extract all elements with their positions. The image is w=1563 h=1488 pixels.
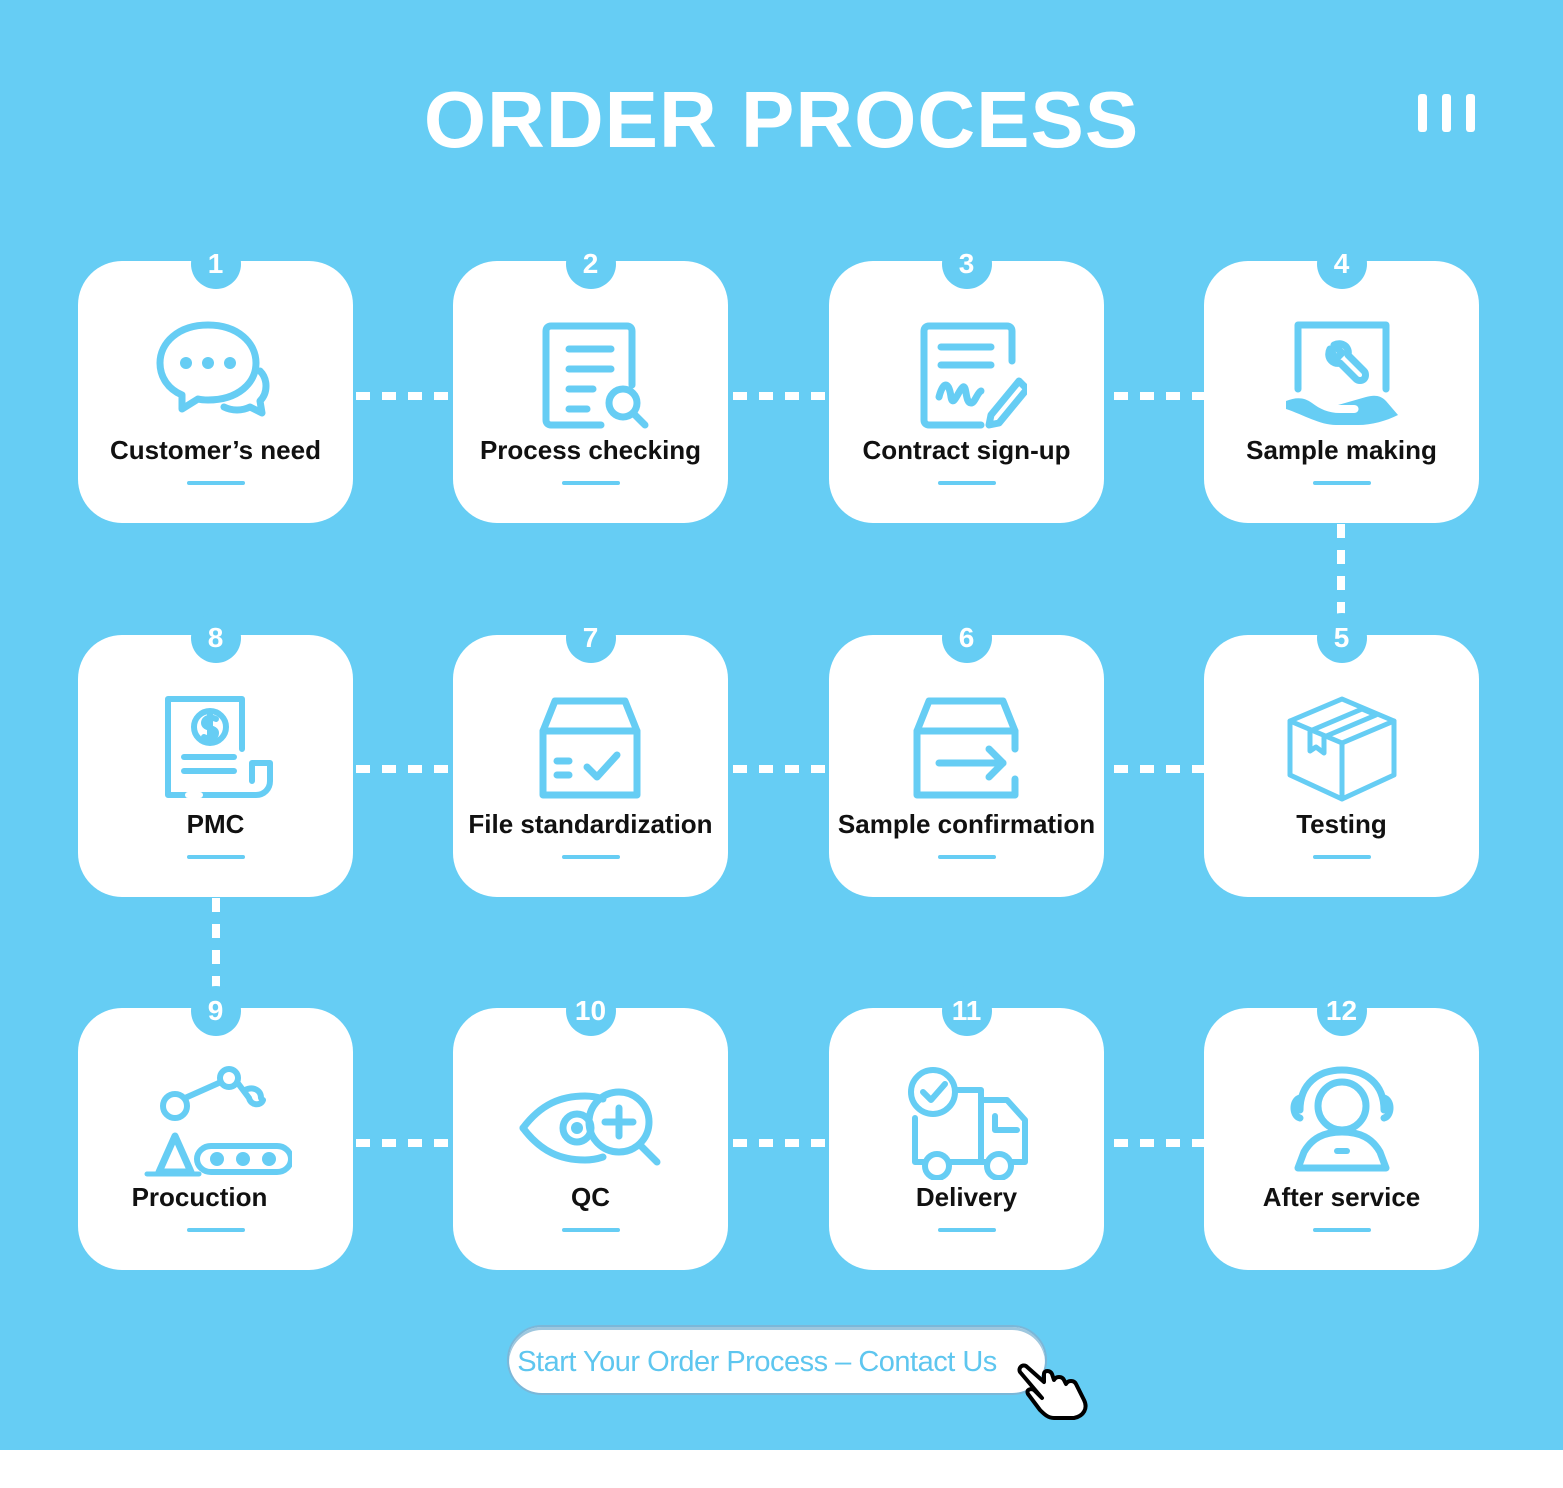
step-label: QC: [571, 1182, 610, 1212]
step-card-customers-need[interactable]: 1 Customer’s need: [78, 239, 353, 523]
step-connectors: [212, 392, 1345, 1147]
label-underline: [186, 1228, 245, 1232]
step-card-procuction[interactable]: 9 Procuction: [78, 986, 353, 1270]
contact-us-label: Start Your Order Process – Contact Us: [517, 1346, 997, 1378]
step-number-badge: 10: [565, 986, 616, 1036]
step-number-badge: 2: [565, 239, 616, 289]
step-number-badge: 5: [1316, 613, 1367, 663]
menu-bars-icon[interactable]: [1418, 94, 1476, 132]
step-card-process-checking[interactable]: 2 Process checking: [453, 239, 728, 523]
tablet-wrench-hand-icon: [1286, 321, 1398, 425]
step-card-qc[interactable]: 10 QC: [453, 986, 728, 1270]
step-label: Sample making: [1246, 435, 1437, 465]
step-card-pmc[interactable]: 8 PMC: [78, 613, 353, 897]
step-card-file-standardization[interactable]: 7 File standardization: [453, 613, 728, 897]
order-process-canvas: ORDER PROCESS 1 Customer’s need: [0, 0, 1563, 1450]
label-underline: [1312, 1228, 1371, 1232]
step-number-badge: 1: [190, 239, 241, 289]
label-underline: [937, 481, 996, 485]
step-label: After service: [1262, 1182, 1421, 1212]
contact-us-button[interactable]: Start Your Order Process – Contact Us: [507, 1325, 1047, 1395]
step-number-badge: 8: [190, 613, 241, 663]
step-number-badge: 11: [941, 986, 992, 1036]
step-card-after-service[interactable]: 12 After service: [1204, 986, 1479, 1270]
step-label: Testing: [1296, 809, 1387, 839]
box-arrow-icon: [913, 697, 1019, 799]
label-underline: [937, 855, 996, 859]
step-card-delivery[interactable]: 11 Delivery: [829, 986, 1104, 1270]
step-number-badge: 9: [190, 986, 241, 1036]
step-number-badge: 6: [941, 613, 992, 663]
step-label: Customer’s need: [110, 435, 321, 465]
headset-agent-icon: [1290, 1066, 1394, 1172]
step-card-testing[interactable]: 5 Testing: [1204, 613, 1479, 897]
step-number-badge: 3: [941, 239, 992, 289]
step-number-badge: 7: [565, 613, 616, 663]
label-underline: [1312, 481, 1371, 485]
box-check-icon: [539, 697, 641, 799]
step-label: Contract sign-up: [862, 435, 1071, 465]
step-label: Delivery: [915, 1182, 1018, 1212]
step-card-sample-making[interactable]: 4 Sample making: [1204, 239, 1479, 523]
package-box-icon: [1287, 696, 1397, 802]
document-search-icon: [542, 322, 649, 429]
label-underline: [561, 1228, 620, 1232]
step-label: PMC: [186, 809, 245, 839]
step-label: File standardization: [468, 809, 713, 839]
label-underline: [561, 481, 620, 485]
step-label: Process checking: [479, 435, 702, 465]
robot-arm-conveyor-icon: [144, 1066, 292, 1177]
label-underline: [186, 481, 245, 485]
contract-pen-icon: [920, 322, 1027, 429]
chat-bubbles-icon: [156, 321, 270, 417]
invoice-dollar-icon: [165, 696, 273, 798]
label-underline: [1312, 855, 1371, 859]
label-underline: [937, 1228, 996, 1232]
label-underline: [186, 855, 245, 859]
step-label: Sample confirmation: [837, 809, 1096, 839]
step-label: Procuction: [131, 1182, 268, 1212]
eye-magnifier-icon: [519, 1088, 661, 1166]
pointing-hand-icon: [1017, 1363, 1088, 1420]
delivery-truck-icon: [908, 1067, 1028, 1180]
step-card-sample-confirmation[interactable]: 6 Sample confirmation: [829, 613, 1104, 897]
step-number-badge: 4: [1316, 239, 1367, 289]
step-card-contract-sign-up[interactable]: 3 Contract sign-up: [829, 239, 1104, 523]
step-number-badge: 12: [1316, 986, 1367, 1036]
page-title: ORDER PROCESS: [423, 75, 1140, 164]
label-underline: [561, 855, 620, 859]
